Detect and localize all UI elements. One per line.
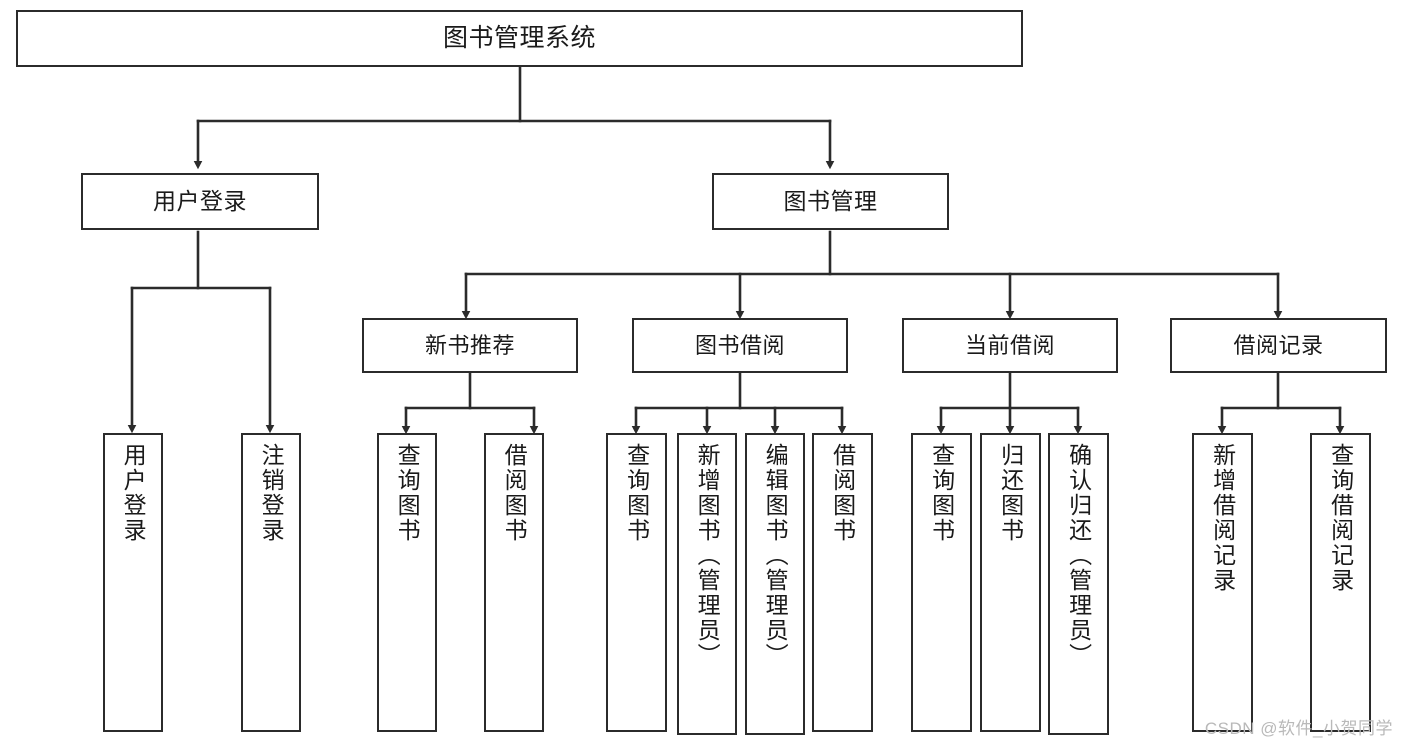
node-leaf-user-login[interactable]: 用户登录	[103, 433, 163, 732]
node-label: 查询图书	[928, 443, 955, 543]
node-leaf-edit-book-admin[interactable]: 编辑图书（管理员）	[745, 433, 805, 735]
node-label: 确认归还（管理员）	[1065, 443, 1092, 668]
node-leaf-query-book-borrow[interactable]: 查询图书	[606, 433, 667, 732]
node-leaf-user-logout[interactable]: 注销登录	[241, 433, 301, 732]
node-leaf-confirm-return-admin[interactable]: 确认归还（管理员）	[1048, 433, 1109, 735]
node-leaf-return-book[interactable]: 归还图书	[980, 433, 1041, 732]
node-label: 查询图书	[623, 443, 650, 543]
node-leaf-query-borrow-record[interactable]: 查询借阅记录	[1310, 433, 1371, 732]
node-leaf-borrow-book[interactable]: 借阅图书	[812, 433, 873, 732]
node-label: 借阅记录	[1233, 332, 1324, 358]
node-current-borrow[interactable]: 当前借阅	[902, 318, 1118, 373]
node-label: 图书管理系统	[442, 23, 596, 52]
node-label: 借阅图书	[501, 443, 528, 543]
node-label: 图书借阅	[694, 332, 785, 358]
node-label: 编辑图书（管理员）	[762, 443, 789, 668]
node-book-management[interactable]: 图书管理	[712, 173, 949, 230]
node-user-login[interactable]: 用户登录	[81, 173, 319, 230]
node-label: 注销登录	[258, 443, 285, 543]
node-leaf-borrow-book-recommend[interactable]: 借阅图书	[484, 433, 544, 732]
node-leaf-add-book-admin[interactable]: 新增图书（管理员）	[677, 433, 737, 735]
node-label: 图书管理	[783, 187, 878, 214]
node-label: 新增借阅记录	[1209, 443, 1236, 593]
node-book-borrow[interactable]: 图书借阅	[632, 318, 848, 373]
node-root-system[interactable]: 图书管理系统	[16, 10, 1023, 67]
node-label: 归还图书	[997, 443, 1024, 543]
node-label: 当前借阅	[964, 332, 1055, 358]
node-new-book-recommend[interactable]: 新书推荐	[362, 318, 578, 373]
node-label: 查询借阅记录	[1327, 443, 1354, 593]
node-label: 用户登录	[120, 443, 147, 543]
node-label: 新增图书（管理员）	[694, 443, 721, 668]
watermark: CSDN @软件_小贺同学	[1204, 719, 1393, 738]
node-label: 新书推荐	[424, 332, 515, 358]
node-leaf-add-borrow-record[interactable]: 新增借阅记录	[1192, 433, 1253, 732]
node-label: 借阅图书	[829, 443, 856, 543]
node-leaf-query-book-current[interactable]: 查询图书	[911, 433, 972, 732]
node-leaf-query-book-recommend[interactable]: 查询图书	[377, 433, 437, 732]
node-borrow-record[interactable]: 借阅记录	[1170, 318, 1387, 373]
node-label: 查询图书	[394, 443, 421, 543]
node-label: 用户登录	[153, 187, 247, 214]
